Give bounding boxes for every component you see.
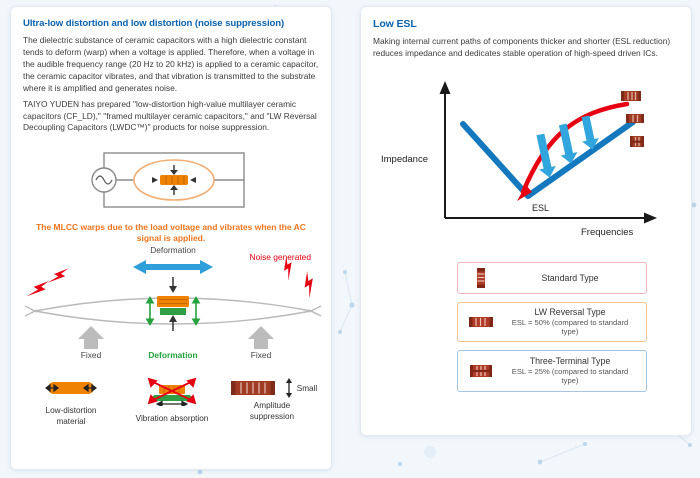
panel-title: Low ESL xyxy=(373,18,417,30)
low-esl-curve xyxy=(460,118,636,199)
figure-label: Vibration absorption xyxy=(135,414,209,424)
deformation-arrow-icon xyxy=(133,260,213,275)
fixed-right-label: Fixed xyxy=(250,350,272,361)
standard-capacitor-icon xyxy=(466,267,496,289)
center-mlcc-stack xyxy=(157,277,189,332)
panel-low-esl: Low ESL Making internal current paths of… xyxy=(360,6,692,436)
ac-circuit-svg xyxy=(91,152,245,209)
vibration-absorption-icon xyxy=(147,378,197,408)
legend-title: Standard Type xyxy=(541,272,599,283)
figure-vibration-absorption: Vibration absorption xyxy=(119,378,225,427)
panel-title: Ultra-low distortion and low distortion … xyxy=(23,18,285,29)
vibration-arrows xyxy=(152,165,196,196)
legend-standard-type: Standard Type xyxy=(457,261,647,294)
products-paragraph: TAIYO YUDEN has prepared "low-distortion… xyxy=(23,98,317,133)
lw-reversal-capacitor-icon xyxy=(466,313,496,331)
three-terminal-capacitor-icon xyxy=(466,362,496,380)
deformation-bottom-label: Deformation xyxy=(148,350,198,361)
capacitor-type-icons xyxy=(621,90,644,147)
esl-paragraph: Making internal current paths of compone… xyxy=(373,36,671,58)
small-label: Small xyxy=(296,383,318,393)
deformation-green-arrows xyxy=(145,296,201,327)
warp-figure: Deformation Noise generated xyxy=(23,245,322,370)
intro-paragraph: The dielectric substance of ceramic capa… xyxy=(23,35,319,93)
deformation-top-label: Deformation xyxy=(150,245,196,256)
legend-three-terminal-type: Three-Terminal Type ESL = 25% (compared … xyxy=(457,349,647,392)
capacitor-type-legend: Standard Type LW Reversal Type ESL = 50%… xyxy=(457,261,647,392)
legend-subtitle: ESL = 25% (compared to standard type) xyxy=(511,366,629,386)
panel-ultra-low-distortion: Ultra-low distortion and low distortion … xyxy=(10,6,332,470)
fixed-arrow-icon xyxy=(78,326,274,350)
suppressed-capacitor-icon xyxy=(230,381,275,396)
legend-title: Three-Terminal Type xyxy=(529,355,611,366)
small-amplitude-arrow-icon xyxy=(285,378,292,399)
lightning-icon xyxy=(26,259,313,299)
legend-title: LW Reversal Type xyxy=(534,306,606,317)
legend-lw-reversal-type: LW Reversal Type ESL = 50% (compared to … xyxy=(457,301,647,342)
countermeasure-figures: Low-distortion material xyxy=(23,378,319,427)
impedance-chart: Impedance Frequencies ESL xyxy=(373,78,679,250)
noise-generated-label: Noise generated xyxy=(249,252,311,263)
figure-low-distortion-material: Low-distortion material xyxy=(23,378,119,427)
y-axis-label: Impedance xyxy=(381,154,428,165)
impedance-chart-svg: Impedance Frequencies ESL xyxy=(381,80,657,238)
figure-label: Amplitude suppression xyxy=(249,401,295,421)
figure-label: Low-distortion material xyxy=(45,406,97,426)
standard-esl-curve xyxy=(520,101,630,195)
mlcc-chip-icon xyxy=(160,175,188,186)
ac-source-icon xyxy=(91,167,117,194)
warp-caption: The MLCC warps due to the load voltage a… xyxy=(36,222,306,244)
legend-subtitle: ESL = 50% (compared to standard type) xyxy=(511,317,629,337)
esl-reduction-arrows xyxy=(536,115,599,178)
esl-annotation: ESL xyxy=(532,203,549,213)
fixed-left-label: Fixed xyxy=(80,350,102,361)
x-axis-label: Frequencies xyxy=(581,227,634,238)
ac-circuit-figure xyxy=(23,138,319,220)
esl-pointer-icon xyxy=(517,184,532,201)
warp-svg xyxy=(24,259,322,350)
chart-axes xyxy=(439,80,657,224)
figure-amplitude-suppression: Small Amplitude suppression xyxy=(225,378,319,427)
low-distortion-material-icon xyxy=(45,382,97,395)
